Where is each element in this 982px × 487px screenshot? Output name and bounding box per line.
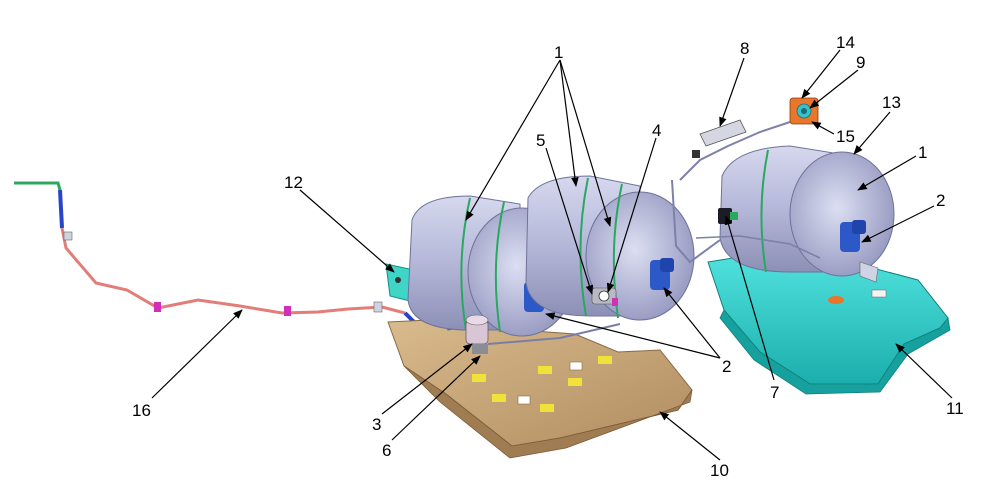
callout-16: 16 — [132, 401, 151, 420]
fuel-line — [14, 181, 420, 335]
callout-12: 12 — [284, 173, 303, 192]
callout-11: 11 — [946, 399, 964, 418]
callout-1b: 1 — [918, 143, 927, 162]
callout-9: 9 — [856, 53, 865, 72]
callout-3: 3 — [372, 415, 381, 434]
wiring-harness — [671, 121, 821, 264]
leader-lines — [151, 49, 953, 461]
callout-1: 1 — [554, 43, 563, 62]
callout-labels: 1 1 2 2 3 4 5 6 7 8 9 10 11 12 13 14 15 … — [132, 33, 964, 480]
callout-14: 14 — [836, 33, 855, 52]
callout-7: 7 — [770, 383, 779, 402]
callout-6: 6 — [382, 441, 391, 460]
callout-8: 8 — [740, 39, 749, 58]
tank-right — [719, 145, 895, 283]
filler-plate — [789, 97, 819, 125]
callout-13: 13 — [882, 93, 901, 112]
pressure-regulator — [465, 314, 621, 354]
control-module — [692, 119, 747, 158]
callout-5: 5 — [536, 131, 545, 150]
callout-2b: 2 — [936, 191, 945, 210]
callout-2: 2 — [722, 357, 731, 376]
callout-15: 15 — [836, 127, 855, 146]
callout-4: 4 — [652, 121, 661, 140]
fuel-junction — [591, 287, 618, 306]
tank-tray — [707, 251, 951, 395]
callout-10: 10 — [710, 461, 729, 480]
